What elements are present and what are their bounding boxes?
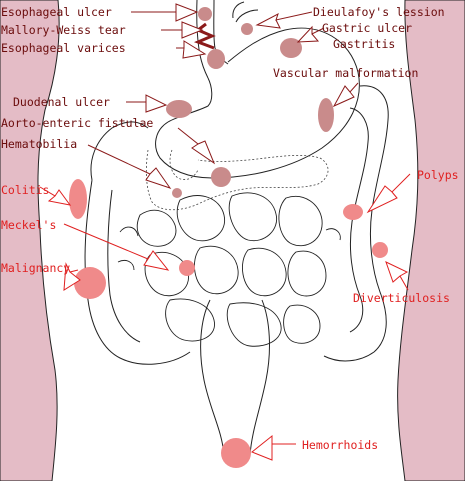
duodenal-ulcer-arrow [126, 94, 168, 113]
colitis-lesion [69, 179, 87, 219]
duodenum-outline [169, 149, 199, 180]
hematobilia-arrow [87, 144, 172, 189]
aorto-enteric-arrow [177, 127, 216, 165]
pancreas-outline [145, 149, 329, 211]
label-gastritis: Gastritis [333, 37, 395, 51]
label-vascular-malformation: Vascular malformation [273, 66, 418, 80]
pointer-arrows [87, 3, 359, 189]
esophageal-varices-lesion [207, 49, 225, 69]
malignancy-lesion [74, 267, 106, 299]
polyps-lesion [343, 204, 363, 220]
mallory-weiss-tear-lesion [193, 22, 216, 50]
gastritis-lesion [280, 38, 302, 58]
aorto-enteric-fistula-lesion [211, 167, 231, 187]
hematobilia-lesion [172, 188, 182, 198]
label-polyps: Polyps [417, 168, 459, 182]
esophageal-ulcer-lesion [198, 7, 212, 21]
meckels-arrow [63, 223, 170, 271]
label-diverticulosis: Diverticulosis [353, 291, 450, 305]
dieulafoy-lesion [241, 23, 253, 35]
upper-gi-lesions [166, 7, 334, 198]
rectum [200, 299, 270, 456]
label-duodenal-ulcer: Duodenal ulcer [13, 95, 110, 109]
esophageal-varices-arrow [176, 40, 207, 59]
label-hemorrhoids: Hemorrhoids [302, 438, 378, 452]
label-meckels: Meckel's [1, 218, 56, 232]
hemorrhoids-arrow [251, 434, 296, 461]
lower-pointer-arrows [39, 173, 411, 461]
diverticulosis-arrow [385, 261, 409, 291]
stomach-inner [232, 1, 259, 23]
dieulafoy-arrow [255, 11, 313, 29]
label-hematobilia: Hematobilia [1, 137, 77, 151]
duodenal-ulcer-lesion [166, 100, 192, 118]
lower-gi-lesions [69, 179, 388, 468]
polyps-arrow [366, 173, 411, 214]
colon-outer [84, 85, 389, 365]
label-mallory-weiss-tear: Mallory-Weiss tear [1, 23, 126, 37]
label-gastric-ulcer: Gastric ulcer [322, 21, 412, 35]
colon-inner [107, 107, 369, 343]
esophageal-ulcer-arrow [131, 3, 199, 22]
label-esophageal-ulcer: Esophageal ulcer [1, 5, 112, 19]
mallory-weiss-arrow [161, 21, 204, 39]
gastric-ulcer-arrow [296, 25, 325, 43]
colitis-arrow [39, 186, 72, 206]
left-body-contour [0, 0, 60, 481]
label-colitis: Colitis [1, 183, 49, 197]
label-dieulafoy-lesion: Dieulafoy's lession [313, 5, 445, 19]
malignancy-arrow [63, 262, 81, 291]
meckels-lesion [179, 260, 195, 276]
small-intestine [117, 192, 341, 347]
diverticulosis-lesion [372, 242, 388, 258]
label-aorto-enteric-fistulae: Aorto-enteric fistulae [1, 116, 153, 130]
vascular-malformation-arrow [332, 82, 359, 108]
label-esophageal-varices: Esophageal varices [1, 41, 126, 55]
label-malignancy: Malignancy [1, 261, 70, 275]
hemorrhoids-lesion [221, 438, 251, 468]
vascular-malformation-lesion [318, 98, 334, 132]
right-body-contour [397, 0, 465, 481]
